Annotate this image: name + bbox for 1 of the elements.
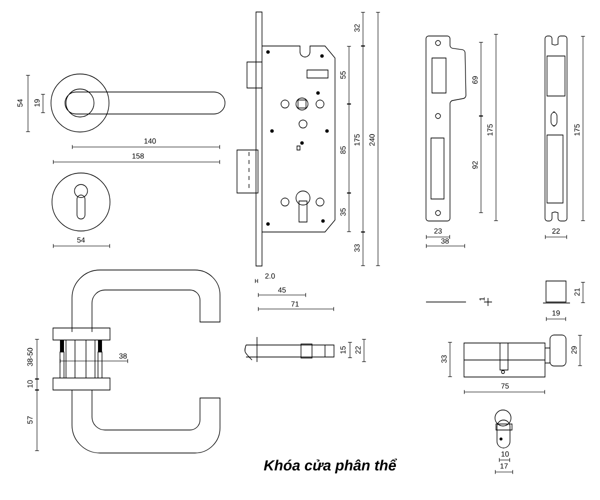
caption: Khóa cửa phân thể: [264, 458, 398, 474]
